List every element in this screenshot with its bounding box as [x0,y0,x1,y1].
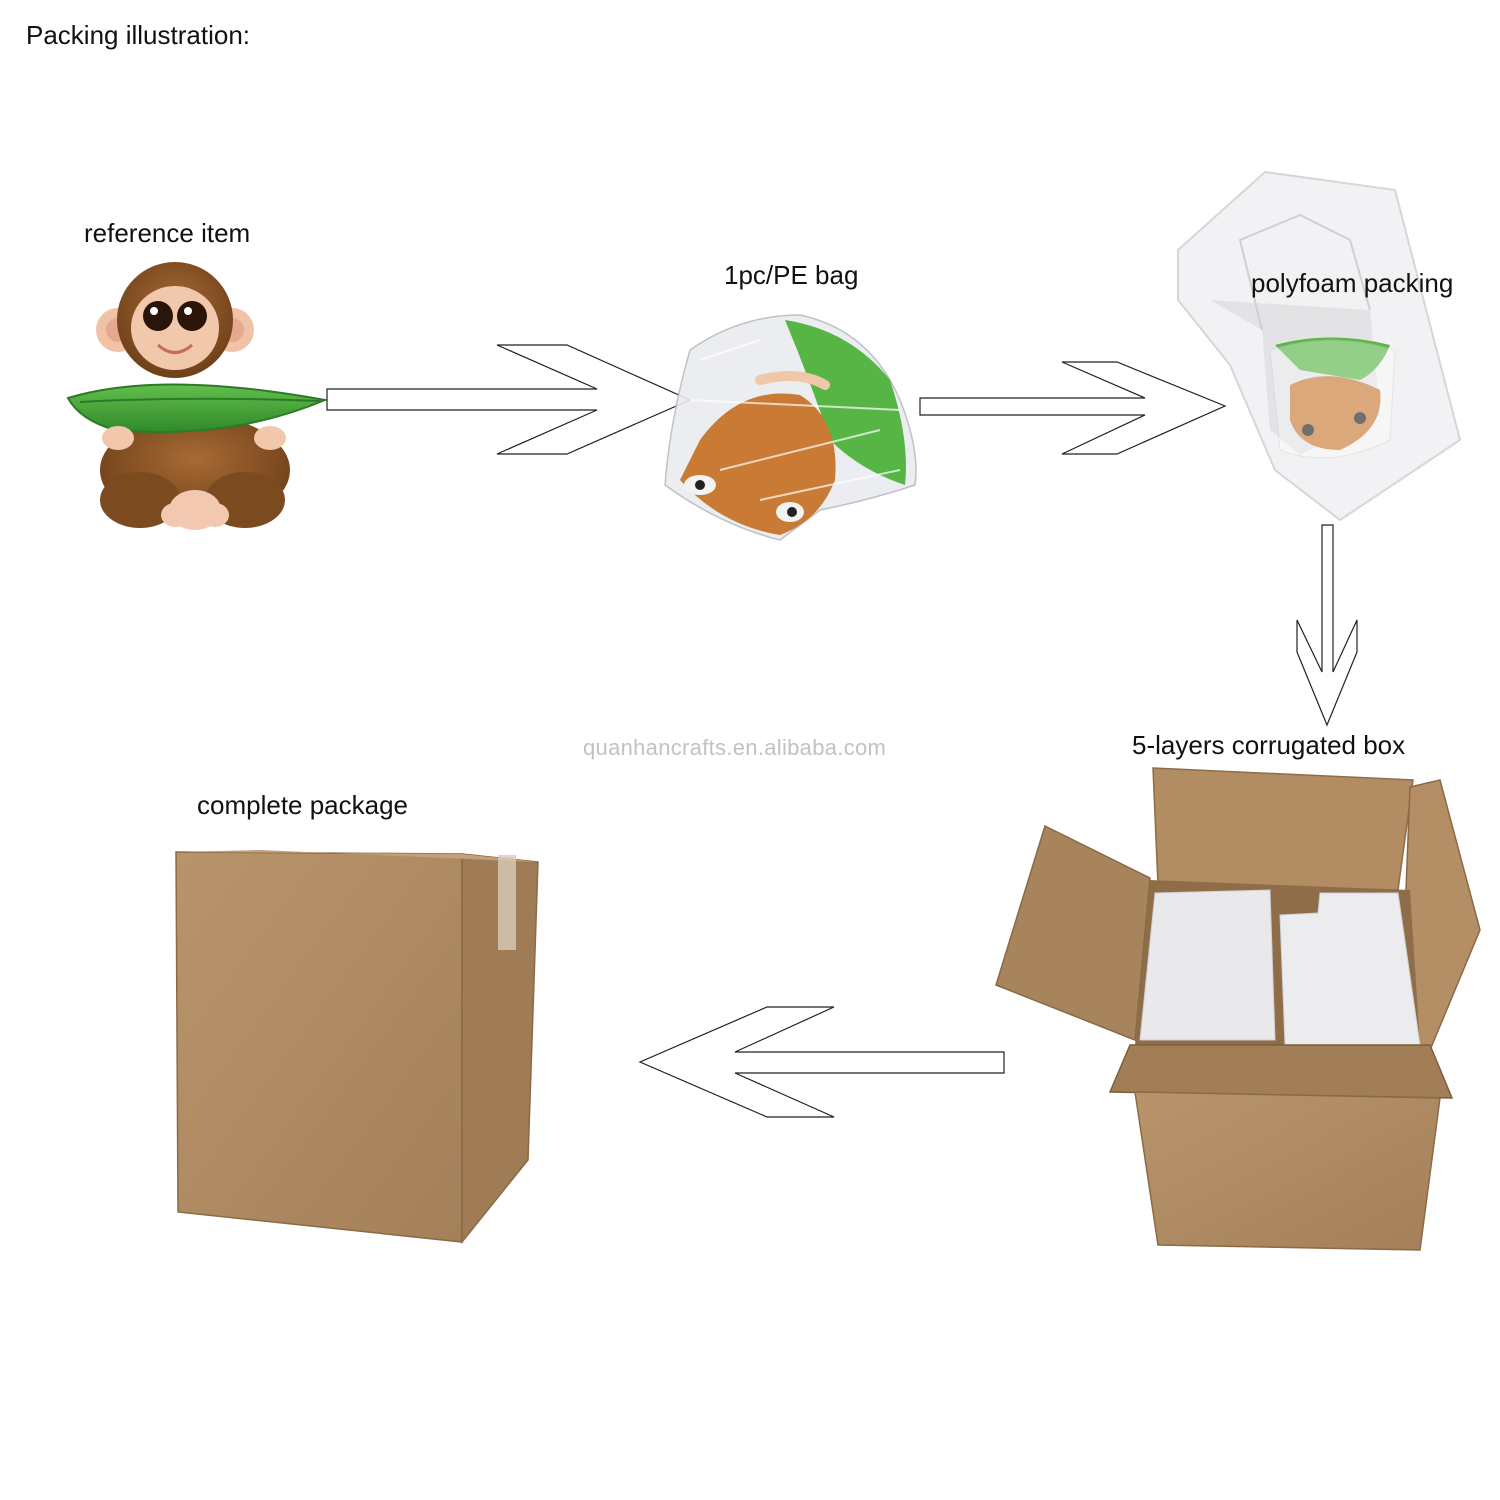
monkey-figurine-image [68,262,325,530]
arrow-right-icon [327,345,690,454]
step-label-corrugated-box: 5-layers corrugated box [1132,730,1405,761]
arrow-right-icon [920,362,1225,454]
step-label-polyfoam: polyfoam packing [1251,268,1453,299]
pe-bag-image [665,315,916,540]
polyfoam-image [1178,172,1460,520]
arrow-down-icon [1297,525,1357,725]
step-label-reference: reference item [84,218,250,249]
watermark-text: quanhancrafts.en.alibaba.com [583,735,886,761]
closed-box-image [176,850,538,1242]
corrugated-box-image [996,768,1480,1250]
step-label-complete-package: complete package [197,790,408,821]
arrow-left-icon [640,1007,1004,1117]
step-label-pe-bag: 1pc/PE bag [724,260,858,291]
